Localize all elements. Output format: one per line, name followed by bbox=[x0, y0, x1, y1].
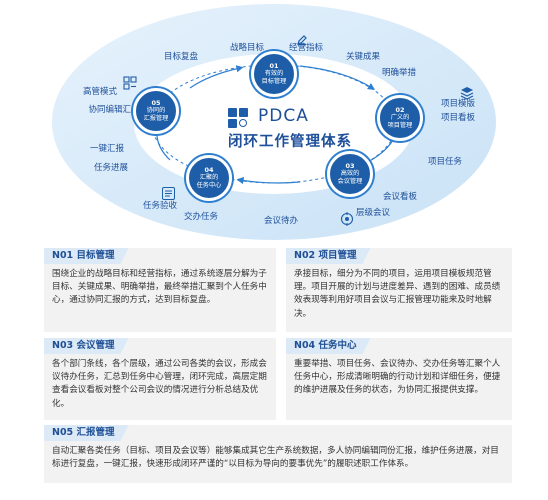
arrow-3-4 bbox=[236, 177, 301, 185]
card-task-center: N04 任务中心 重要举措、项目任务、会议待办、交办任务等汇聚个人任务中心，形成… bbox=[286, 338, 512, 420]
node-label: 会议管理 bbox=[337, 177, 363, 185]
label-manager-mode: 高管模式 bbox=[82, 86, 118, 97]
node-project-management: 02 广义的 项目管理 bbox=[377, 95, 423, 141]
card-body: 自动汇聚各类任务（目标、项目及会议等）能够集成其它生产系统数据，多人协同编辑同份… bbox=[52, 446, 499, 470]
center-title: PDCA 闭环工作管理体系 bbox=[228, 106, 378, 150]
card-body: 围绕企业的战略目标和经营指标，通过系统逐层分解为子目标、关键成果、明确举措，最终… bbox=[52, 269, 267, 306]
card-heading: 会议管理 bbox=[76, 340, 115, 351]
card-report-management: N05 汇报管理 自动汇聚各类任务（目标、项目及会议等）能够集成其它生产系统数据… bbox=[44, 425, 512, 483]
node-meeting-management: 03 高效的 会议管理 bbox=[327, 151, 373, 197]
card-title: N04 任务中心 bbox=[286, 338, 371, 354]
card-heading: 目标管理 bbox=[76, 250, 115, 261]
card-goal-management: N01 目标管理 围绕企业的战略目标和经营指标，通过系统逐层分解为子目标、关键成… bbox=[44, 248, 276, 332]
label-goal-review: 目标复盘 bbox=[163, 51, 199, 62]
label-task-progress: 任务进展 bbox=[93, 162, 129, 173]
card-heading: 汇报管理 bbox=[76, 427, 115, 438]
card-body: 各个部门条线，各个层级，通过公司各类的会议，形成会议待办任务，汇总到任务中心管理… bbox=[52, 359, 267, 409]
node-goal-management: 01 有效的 目标管理 bbox=[251, 51, 297, 97]
card-title: N02 项目管理 bbox=[286, 248, 371, 264]
label-ops-indicator: 经营指标 bbox=[288, 42, 324, 53]
label-project-template: 项目模版 bbox=[440, 98, 476, 109]
node-number: 01 bbox=[269, 61, 279, 70]
system-subtitle: 闭环工作管理体系 bbox=[228, 134, 352, 150]
card-heading: 项目管理 bbox=[318, 250, 357, 261]
card-project-management: N02 项目管理 承接目标，细分为不同的项目，运用项目模板规范管理。项目开展的计… bbox=[286, 248, 512, 332]
card-code: N04 bbox=[294, 340, 316, 351]
label-meeting-pending: 会议待办 bbox=[263, 215, 299, 226]
node-number: 04 bbox=[204, 165, 214, 174]
node-label: 目标管理 bbox=[261, 77, 287, 85]
card-title: N01 目标管理 bbox=[44, 248, 129, 264]
node-label: 任务中心 bbox=[196, 181, 222, 189]
label-one-click-report: 一键汇报 bbox=[89, 143, 125, 154]
label-level-meeting: 层级会议 bbox=[355, 207, 391, 218]
node-label: 协同的 bbox=[146, 107, 166, 115]
card-code: N03 bbox=[52, 340, 74, 351]
label-clear-measure: 明确举措 bbox=[381, 67, 417, 78]
card-heading: 任务中心 bbox=[318, 340, 357, 351]
card-body: 重要举措、项目任务、会议待办、交办任务等汇聚个人任务中心，形成清晰明确的行动计划… bbox=[294, 359, 501, 396]
card-title: N05 汇报管理 bbox=[44, 425, 129, 441]
arrow-5-1 bbox=[189, 65, 244, 89]
label-strategy-goal: 战略目标 bbox=[229, 42, 265, 53]
label-task-acceptance: 任务验收 bbox=[142, 200, 178, 211]
node-number: 02 bbox=[395, 105, 405, 114]
pdca-logo-icon bbox=[228, 108, 250, 130]
card-code: N01 bbox=[52, 250, 74, 261]
node-label: 项目管理 bbox=[387, 121, 413, 129]
node-report-management: 05 协同的 汇报管理 bbox=[133, 88, 179, 134]
brand-name: PDCA bbox=[258, 106, 309, 126]
node-label: 高效的 bbox=[340, 170, 360, 178]
arrow-1-2 bbox=[299, 65, 376, 90]
label-project-board: 项目看板 bbox=[440, 112, 476, 123]
node-number: 03 bbox=[345, 161, 355, 170]
label-project-task: 项目任务 bbox=[427, 156, 463, 167]
node-label: 广义的 bbox=[390, 114, 410, 122]
node-label: 有效的 bbox=[264, 70, 284, 78]
card-body: 承接目标，细分为不同的项目，运用项目模板规范管理。项目开展的计划与进度差异、遇到… bbox=[294, 269, 501, 319]
label-meeting-board: 会议看板 bbox=[382, 191, 418, 202]
label-key-result: 关键成果 bbox=[345, 51, 381, 62]
card-code: N05 bbox=[52, 427, 74, 438]
node-number: 05 bbox=[151, 98, 161, 107]
node-label: 汇聚的 bbox=[199, 174, 219, 182]
card-meeting-management: N03 会议管理 各个部门条线，各个层级，通过公司各类的会议，形成会议待办任务，… bbox=[44, 338, 276, 420]
node-task-center: 04 汇聚的 任务中心 bbox=[186, 155, 232, 201]
pdca-diagram: 战略目标 经营指标 关键成果 明确举措 项目模版 项目看板 项目任务 会议看板 … bbox=[0, 0, 548, 240]
node-label: 汇报管理 bbox=[143, 114, 169, 122]
card-title: N03 会议管理 bbox=[44, 338, 129, 354]
label-collab-report: 协同编辑汇报 bbox=[88, 104, 140, 115]
label-handover-task: 交办任务 bbox=[183, 211, 219, 222]
card-code: N02 bbox=[294, 250, 316, 261]
